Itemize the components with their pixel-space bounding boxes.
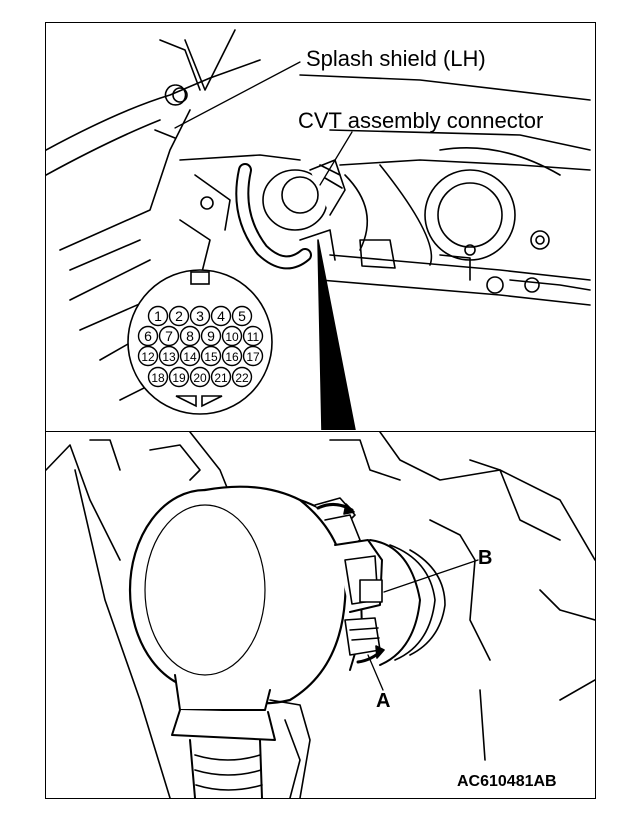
pin-number: 5 bbox=[238, 308, 246, 324]
pin-number: 18 bbox=[151, 371, 165, 385]
pin-number: 22 bbox=[235, 371, 249, 385]
pin-number: 3 bbox=[196, 308, 204, 324]
pin-circle bbox=[179, 345, 201, 367]
panel-divider bbox=[45, 431, 596, 432]
pin-number: 2 bbox=[175, 308, 183, 324]
pin-circle bbox=[137, 345, 159, 367]
pin-circle bbox=[242, 345, 264, 367]
pin-number: 7 bbox=[165, 328, 173, 344]
pin-circle bbox=[158, 325, 180, 347]
pin-number: 6 bbox=[144, 328, 152, 344]
pin-circle bbox=[158, 345, 180, 367]
pin-circle bbox=[147, 366, 169, 388]
closeup-drawing bbox=[46, 432, 595, 798]
pin-circle bbox=[200, 325, 222, 347]
callout-a-label: A bbox=[376, 690, 391, 712]
figure-frame bbox=[45, 22, 596, 799]
pin-number: 11 bbox=[247, 330, 260, 344]
pin-circle bbox=[231, 305, 253, 327]
pin-circle bbox=[179, 325, 201, 347]
pin-number: 10 bbox=[225, 330, 239, 344]
pin-number: 15 bbox=[204, 350, 218, 364]
pin-circle bbox=[231, 366, 253, 388]
pin-circle bbox=[189, 305, 211, 327]
pin-number: 1 bbox=[154, 308, 162, 324]
pin-circle bbox=[221, 325, 243, 347]
pin-number: 9 bbox=[207, 328, 215, 344]
pin-number: 20 bbox=[193, 371, 207, 385]
pin-circle bbox=[147, 305, 169, 327]
pin-circle bbox=[210, 305, 232, 327]
overview-drawing bbox=[46, 29, 591, 430]
pin-number: 12 bbox=[141, 350, 155, 364]
pin-number: 8 bbox=[186, 328, 194, 344]
pin-circle bbox=[210, 366, 232, 388]
pin-number: 17 bbox=[246, 350, 260, 364]
pin-number: 13 bbox=[162, 350, 176, 364]
pin-circle bbox=[168, 366, 190, 388]
pin-number: 16 bbox=[225, 350, 239, 364]
pin-circle bbox=[168, 305, 190, 327]
pin-number: 14 bbox=[183, 350, 197, 364]
pin-circle bbox=[221, 345, 243, 367]
pin-number: 4 bbox=[217, 308, 225, 324]
callout-b-label: B bbox=[478, 547, 493, 569]
pin-circle bbox=[189, 366, 211, 388]
pin-circle bbox=[200, 345, 222, 367]
pin-number: 21 bbox=[214, 371, 228, 385]
pin-number: 19 bbox=[172, 371, 186, 385]
figure-code: AC610481AB bbox=[457, 773, 557, 790]
pin-circle bbox=[137, 325, 159, 347]
splash-shield-label: Splash shield (LH) bbox=[306, 46, 486, 71]
pin-circle bbox=[242, 325, 264, 347]
cvt-connector-label: CVT assembly connector bbox=[298, 108, 544, 133]
